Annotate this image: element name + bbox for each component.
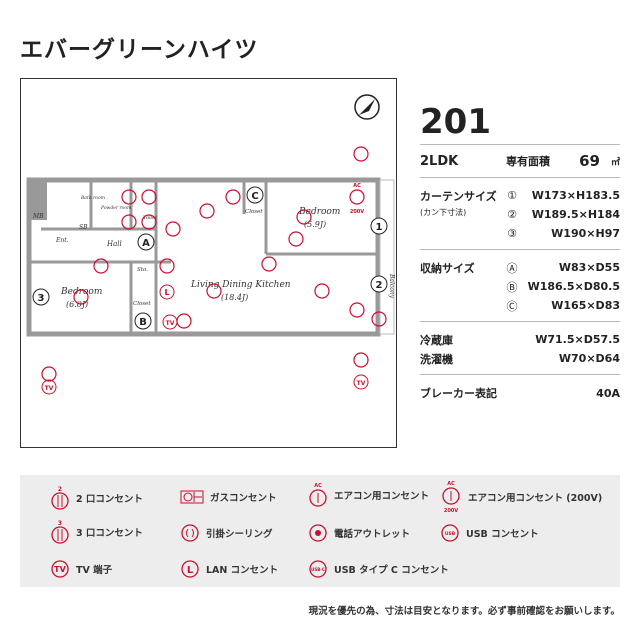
ac-outlet-200v-icon: AC 200V: [442, 481, 460, 514]
curtain-marker-2: 2: [376, 280, 383, 291]
storage-marker-c: C: [251, 191, 258, 202]
property-title: エバーグリーンハイツ: [20, 37, 259, 63]
curtain-mark-3: ③: [507, 227, 517, 240]
ent-label: Ent.: [55, 237, 69, 244]
curtain-marker-1: 1: [376, 222, 383, 233]
svg-text:200V: 200V: [444, 508, 458, 514]
ac-label: AC: [353, 183, 361, 189]
curtain-value-1: W173×H183.5: [531, 189, 620, 202]
floor-plan: Bedroom (5.9J) Bedroom (6.0J) Living Din…: [20, 78, 397, 448]
svg-text:L: L: [187, 565, 194, 576]
breaker-value: 40A: [596, 386, 620, 400]
legend-item: 電話アウトレット: [308, 523, 410, 543]
storage-mark-c: Ⓒ: [506, 299, 518, 313]
tv-symbol: TV: [166, 320, 175, 327]
bedroom1-label: Bedroom: [298, 207, 340, 217]
outlet-3-icon: 3: [51, 520, 69, 544]
svg-text:USB: USB: [445, 531, 456, 537]
curtain-value-2: W189.5×H184: [531, 208, 620, 221]
gas-outlet-icon: [180, 490, 204, 504]
storage-marker-a: A: [142, 238, 150, 249]
area-label: 専有面積: [506, 155, 550, 168]
legend-item: ガスコンセント: [180, 489, 277, 505]
curtain-value-3: W190×H97: [551, 227, 620, 240]
bath-label: Bath room: [80, 195, 105, 201]
curtain-label: カーテンサイズ: [420, 189, 497, 203]
ceiling-hook-icon: [181, 524, 199, 542]
outlet-2-icon: 2: [51, 486, 69, 510]
ac-outlet-icon: AC: [309, 483, 327, 507]
curtain-marker-3: 3: [38, 293, 45, 304]
storage-value-b: W186.5×D80.5: [527, 280, 620, 293]
curtain-mark-2: ②: [507, 208, 517, 221]
storage-mark-a: Ⓐ: [506, 261, 518, 275]
lan-symbol: L: [164, 288, 169, 297]
fridge-label: 冷蔵庫: [420, 333, 453, 347]
powder-label: Powder room: [100, 205, 131, 211]
closet-c-label: Closet: [245, 209, 263, 215]
sb-label: SB: [79, 224, 88, 231]
tv-terminal-icon: TV: [51, 560, 69, 578]
toilet-label: Toilet: [143, 215, 158, 221]
balcony-label: Balcony: [388, 273, 395, 299]
unit-info-panel: 201 2LDK 専有面積 69 ㎡ カーテンサイズ ① W173×H183.5 (…: [420, 100, 620, 411]
mb-label: MB: [32, 213, 44, 220]
closet-b-label: Closet: [133, 301, 151, 307]
curtain-sublabel: (カン下寸法): [420, 208, 467, 217]
washer-label: 洗濯機: [420, 352, 453, 366]
room-number: 201: [420, 102, 491, 142]
ldk-size: (18.4J): [221, 293, 248, 302]
tv-symbol-balcony: TV: [357, 380, 366, 387]
storage-marker-b: B: [139, 317, 147, 328]
svg-text:AC: AC: [447, 481, 455, 487]
disclaimer-note: 現況を優先の為、寸法は目安となります。必ず事前確認をお願いします。: [308, 606, 620, 617]
storage-mark-b: Ⓑ: [506, 280, 518, 294]
curtain-mark-1: ①: [507, 189, 517, 202]
outlet-symbols: [41, 146, 387, 382]
phone-outlet-icon: [309, 524, 327, 542]
sto-label: Sto.: [137, 267, 148, 273]
svg-text:2: 2: [58, 486, 62, 493]
storage-value-a: W83×D55: [558, 261, 620, 274]
v200-label: 200V: [350, 209, 364, 215]
fridge-value: W71.5×D57.5: [535, 333, 620, 346]
breaker-label: ブレーカー表記: [420, 387, 497, 400]
washer-value: W70×D64: [558, 352, 620, 365]
svg-text:USB-C: USB-C: [311, 567, 325, 572]
ldk-label: Living Dining Kitchen: [190, 280, 291, 290]
area-unit: ㎡: [610, 157, 620, 168]
svg-text:AC: AC: [314, 483, 322, 489]
area-value: 69: [579, 152, 600, 170]
storage-label: 収納サイズ: [420, 261, 475, 275]
usb-outlet-icon: USB: [441, 524, 459, 542]
layout-type: 2LDK: [420, 153, 459, 169]
compass-icon: [354, 94, 380, 120]
legend-item: 引掛シーリング: [180, 523, 273, 543]
tv-symbol-west: TV: [45, 385, 54, 392]
usb-c-outlet-icon: USB-C: [309, 560, 327, 578]
storage-value-c: W165×D83: [551, 299, 620, 312]
hall-label: Hall: [106, 240, 122, 248]
bedroom2-size: (6.0J): [66, 300, 88, 309]
bedroom2-label: Bedroom: [60, 287, 102, 297]
svg-text:3: 3: [58, 520, 62, 527]
lan-outlet-icon: L: [181, 560, 199, 578]
svg-text:TV: TV: [54, 565, 66, 574]
bedroom1-size: (5.9J): [304, 220, 326, 229]
